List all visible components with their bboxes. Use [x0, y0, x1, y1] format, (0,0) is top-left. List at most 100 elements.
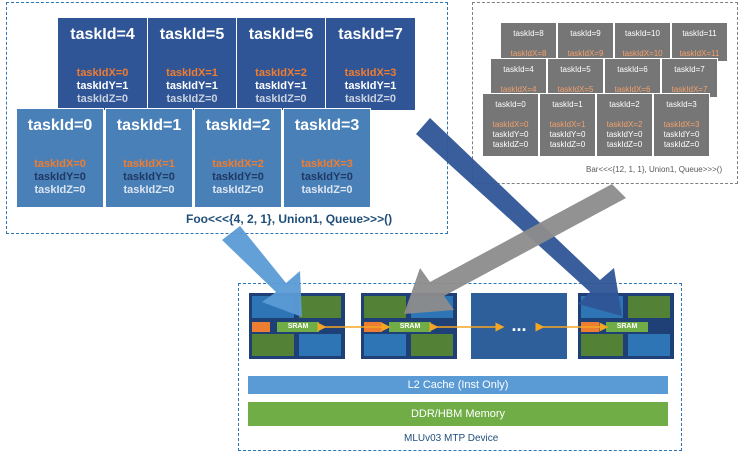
task-id-label: taskId=8 [513, 29, 544, 38]
bar-kernel-frame [472, 2, 738, 184]
core-block [364, 334, 406, 356]
task-id-label: taskId=3 [294, 117, 360, 134]
task-id-label: taskId=3 [666, 100, 697, 109]
task-idx-label: taskIdX=1 [549, 120, 586, 129]
task-idx-label: taskIdX=1 [123, 158, 175, 170]
task-id-label: taskId=7 [338, 26, 403, 43]
task-idx-label: taskIdX=9 [567, 49, 604, 58]
task-id-label: taskId=1 [116, 117, 182, 134]
task-idx-label: taskIdX=5 [557, 85, 594, 94]
task-idx-label: taskIdX=1 [166, 67, 218, 79]
task-idy-label: taskIdY=0 [549, 130, 586, 139]
sram-block: SRAM [606, 322, 648, 332]
task-idz-label: taskIdZ=0 [123, 184, 175, 196]
bar-task-tile: taskId=1 taskIdX=1 taskIdY=0 taskIdZ=0 [539, 93, 596, 157]
task-id-label: taskId=4 [503, 65, 534, 74]
bar-task-tile: taskId=10 taskIdX=10 [614, 22, 671, 62]
task-idy-label: taskIdY=1 [255, 80, 307, 92]
task-tile: taskId=4 taskIdX=0 taskIdY=1 taskIdZ=0 [58, 18, 147, 110]
foo-top-mapping-arrow [416, 118, 622, 316]
task-tile: taskId=3 taskIdX=3 taskIdY=0 taskIdZ=0 [283, 108, 371, 208]
task-id-label: taskId=2 [609, 100, 640, 109]
task-idz-label: taskIdZ=0 [76, 93, 129, 105]
bar-mapping-arrow [404, 184, 626, 314]
task-idx-label: taskIdX=2 [606, 120, 643, 129]
bar-task-tile: taskId=3 taskIdX=3 taskIdY=0 taskIdZ=0 [653, 93, 710, 157]
task-idy-label: taskIdY=0 [34, 171, 86, 183]
foo-kernel-frame [6, 2, 448, 234]
sram-block: SRAM [389, 322, 431, 332]
task-idz-label: taskIdZ=0 [166, 93, 218, 105]
core-block [299, 334, 341, 356]
bar-kernel-caption: Bar<<<{12, 1, 1}, Union1, Queue>>>() [586, 165, 723, 174]
task-idz-label: taskIdZ=0 [549, 140, 586, 149]
task-id-label: taskId=0 [27, 117, 93, 134]
core-block [299, 296, 341, 318]
core-accent [252, 322, 270, 332]
memory-bar: DDR/HBM Memory [248, 402, 668, 426]
bar-task-tile: taskId=11 taskIdX=11 [671, 22, 728, 62]
task-idy-label: taskIdY=0 [606, 130, 643, 139]
bar-task-tile: taskId=6 taskIdX=6 [604, 58, 661, 98]
task-idz-label: taskIdZ=0 [344, 93, 397, 105]
task-id-label: taskId=6 [617, 65, 648, 74]
core-block [411, 334, 453, 356]
device-label: MLUv03 MTP Device [404, 433, 499, 444]
task-idz-label: taskIdZ=0 [255, 93, 307, 105]
task-id-label: taskId=0 [495, 100, 526, 109]
task-id-label: taskId=5 [159, 26, 225, 43]
ellipsis-label: ... [511, 315, 527, 335]
task-id-label: taskId=7 [674, 65, 705, 74]
task-idx-label: taskIdX=6 [614, 85, 651, 94]
task-idx-label: taskIdX=3 [663, 120, 700, 129]
task-idx-label: taskIdX=2 [255, 67, 307, 79]
l2-cache-bar: L2 Cache (Inst Only) [248, 376, 668, 394]
task-idz-label: taskIdZ=0 [492, 140, 529, 149]
task-id-label: taskId=11 [682, 29, 717, 38]
task-idx-label: taskIdX=10 [622, 49, 663, 58]
task-id-label: taskId=9 [570, 29, 601, 38]
foo-bottom-mapping-arrow [222, 226, 302, 317]
task-tile: taskId=5 taskIdX=1 taskIdY=1 taskIdZ=0 [148, 18, 236, 110]
task-idx-label: taskIdX=0 [492, 120, 529, 129]
task-idz-label: taskIdZ=0 [212, 184, 264, 196]
task-idy-label: taskIdY=0 [301, 171, 353, 183]
task-idx-label: taskIdX=7 [671, 85, 708, 94]
task-idy-label: taskIdY=1 [76, 80, 129, 92]
task-idx-label: taskIdX=0 [76, 67, 129, 79]
core-block [581, 334, 623, 356]
bar-task-tile: taskId=7 taskIdX=7 [661, 58, 718, 98]
task-tile: taskId=7 taskIdX=3 taskIdY=1 taskIdZ=0 [326, 18, 415, 110]
task-tile: taskId=6 taskIdX=2 taskIdY=1 taskIdZ=0 [237, 18, 325, 110]
task-idy-label: taskIdY=1 [344, 80, 397, 92]
task-idx-label: taskIdX=3 [344, 67, 397, 79]
task-tile: taskId=0 taskIdX=0 taskIdY=0 taskIdZ=0 [16, 108, 104, 208]
task-idz-label: taskIdZ=0 [301, 184, 353, 196]
task-idx-label: taskIdX=4 [500, 85, 537, 94]
task-id-label: taskId=10 [625, 29, 660, 38]
foo-kernel-caption: Foo<<<{4, 2, 1}, Union1, Queue>>>() [186, 212, 393, 226]
task-idx-label: taskIdX=0 [34, 158, 86, 170]
task-idx-label: taskIdX=8 [510, 49, 547, 58]
core-block [628, 334, 670, 356]
task-idy-label: taskIdY=1 [166, 80, 218, 92]
task-tile: taskId=2 taskIdX=2 taskIdY=0 taskIdZ=0 [194, 108, 282, 208]
task-tile: taskId=1 taskIdX=1 taskIdY=0 taskIdZ=0 [105, 108, 193, 208]
task-idz-label: taskIdZ=0 [606, 140, 643, 149]
core-block [252, 334, 294, 356]
task-id-label: taskId=4 [70, 26, 135, 43]
task-idz-label: taskIdZ=0 [34, 184, 86, 196]
task-id-label: taskId=1 [552, 100, 583, 109]
core-block [628, 296, 670, 318]
task-id-label: taskId=5 [560, 65, 591, 74]
task-id-label: taskId=2 [205, 117, 271, 134]
core-block [364, 296, 406, 318]
bar-task-tile: taskId=0 taskIdX=0 taskIdY=0 taskIdZ=0 [482, 93, 539, 157]
task-idx-label: taskIdX=11 [679, 49, 720, 58]
bar-task-tile: taskId=2 taskIdX=2 taskIdY=0 taskIdZ=0 [596, 93, 653, 157]
task-idy-label: taskIdY=0 [663, 130, 700, 139]
task-idy-label: taskIdY=0 [212, 171, 264, 183]
task-idy-label: taskIdY=0 [492, 130, 529, 139]
sram-block: SRAM [277, 322, 319, 332]
